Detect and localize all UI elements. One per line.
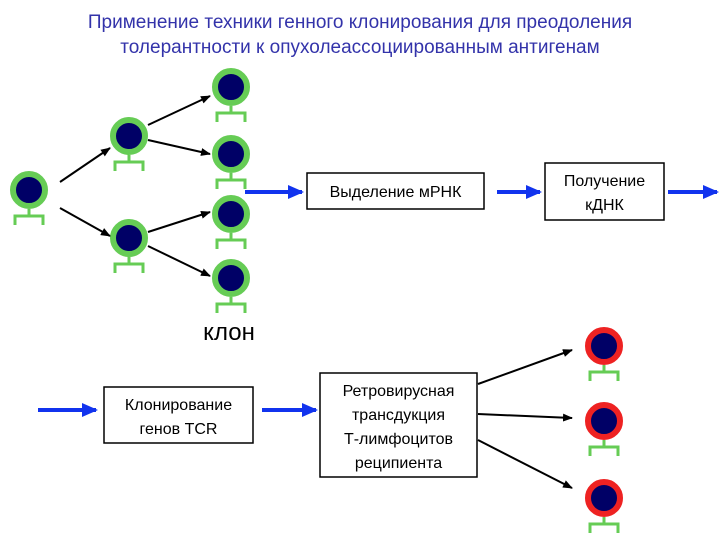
- box-cdna-text-2: кДНК: [585, 197, 624, 214]
- arrow-line: [477, 349, 573, 385]
- box-mrna: Выделение мРНК: [306, 172, 485, 210]
- arrow-line: [147, 139, 211, 156]
- box-mrna-text: Выделение мРНК: [330, 184, 462, 201]
- transduced-t-cell: [585, 479, 623, 533]
- box-retro-text-4: реципиента: [355, 455, 442, 472]
- arrow-line: [477, 413, 573, 422]
- t-cell: [110, 219, 148, 273]
- t-cell: [10, 171, 48, 225]
- box-tcr-text-2: генов TCR: [140, 421, 218, 438]
- box-retro-text-2: трансдукция: [352, 407, 445, 424]
- arrow-line: [147, 245, 211, 277]
- box-cdna-text-1: Получение: [564, 173, 645, 190]
- t-cell: [110, 117, 148, 171]
- clone-label: клон: [203, 319, 255, 346]
- page-title: Применение техники генного клонирования …: [0, 10, 720, 60]
- title-line-2: толерантности к опухолеассоциированным а…: [120, 37, 600, 58]
- arrow-line: [147, 210, 211, 233]
- transduced-t-cell: [585, 327, 623, 381]
- process-arrows: [38, 185, 719, 417]
- box-cdna: Получение кДНК: [544, 162, 665, 221]
- t-cell: [212, 195, 250, 249]
- cells-layer: [10, 68, 623, 533]
- box-tcr: Клонирование генов TCR: [103, 386, 254, 444]
- t-cell: [212, 135, 250, 189]
- arrow-line: [477, 439, 573, 489]
- t-cell: [212, 259, 250, 313]
- arrow-line: [59, 207, 111, 237]
- t-cell: [212, 68, 250, 122]
- transduced-t-cell: [585, 402, 623, 456]
- box-retro-text-1: Ретровирусная: [343, 383, 455, 400]
- arrow-line: [147, 95, 211, 126]
- box-tcr-text-1: Клонирование: [125, 397, 232, 414]
- arrow-line: [59, 147, 111, 183]
- box-retro-text-3: Т-лимфоцитов: [344, 431, 453, 448]
- title-line-1: Применение техники генного клонирования …: [87, 12, 633, 33]
- box-retro: Ретровирусная трансдукция Т-лимфоцитов р…: [319, 372, 478, 478]
- lineage-arrows: [59, 95, 573, 489]
